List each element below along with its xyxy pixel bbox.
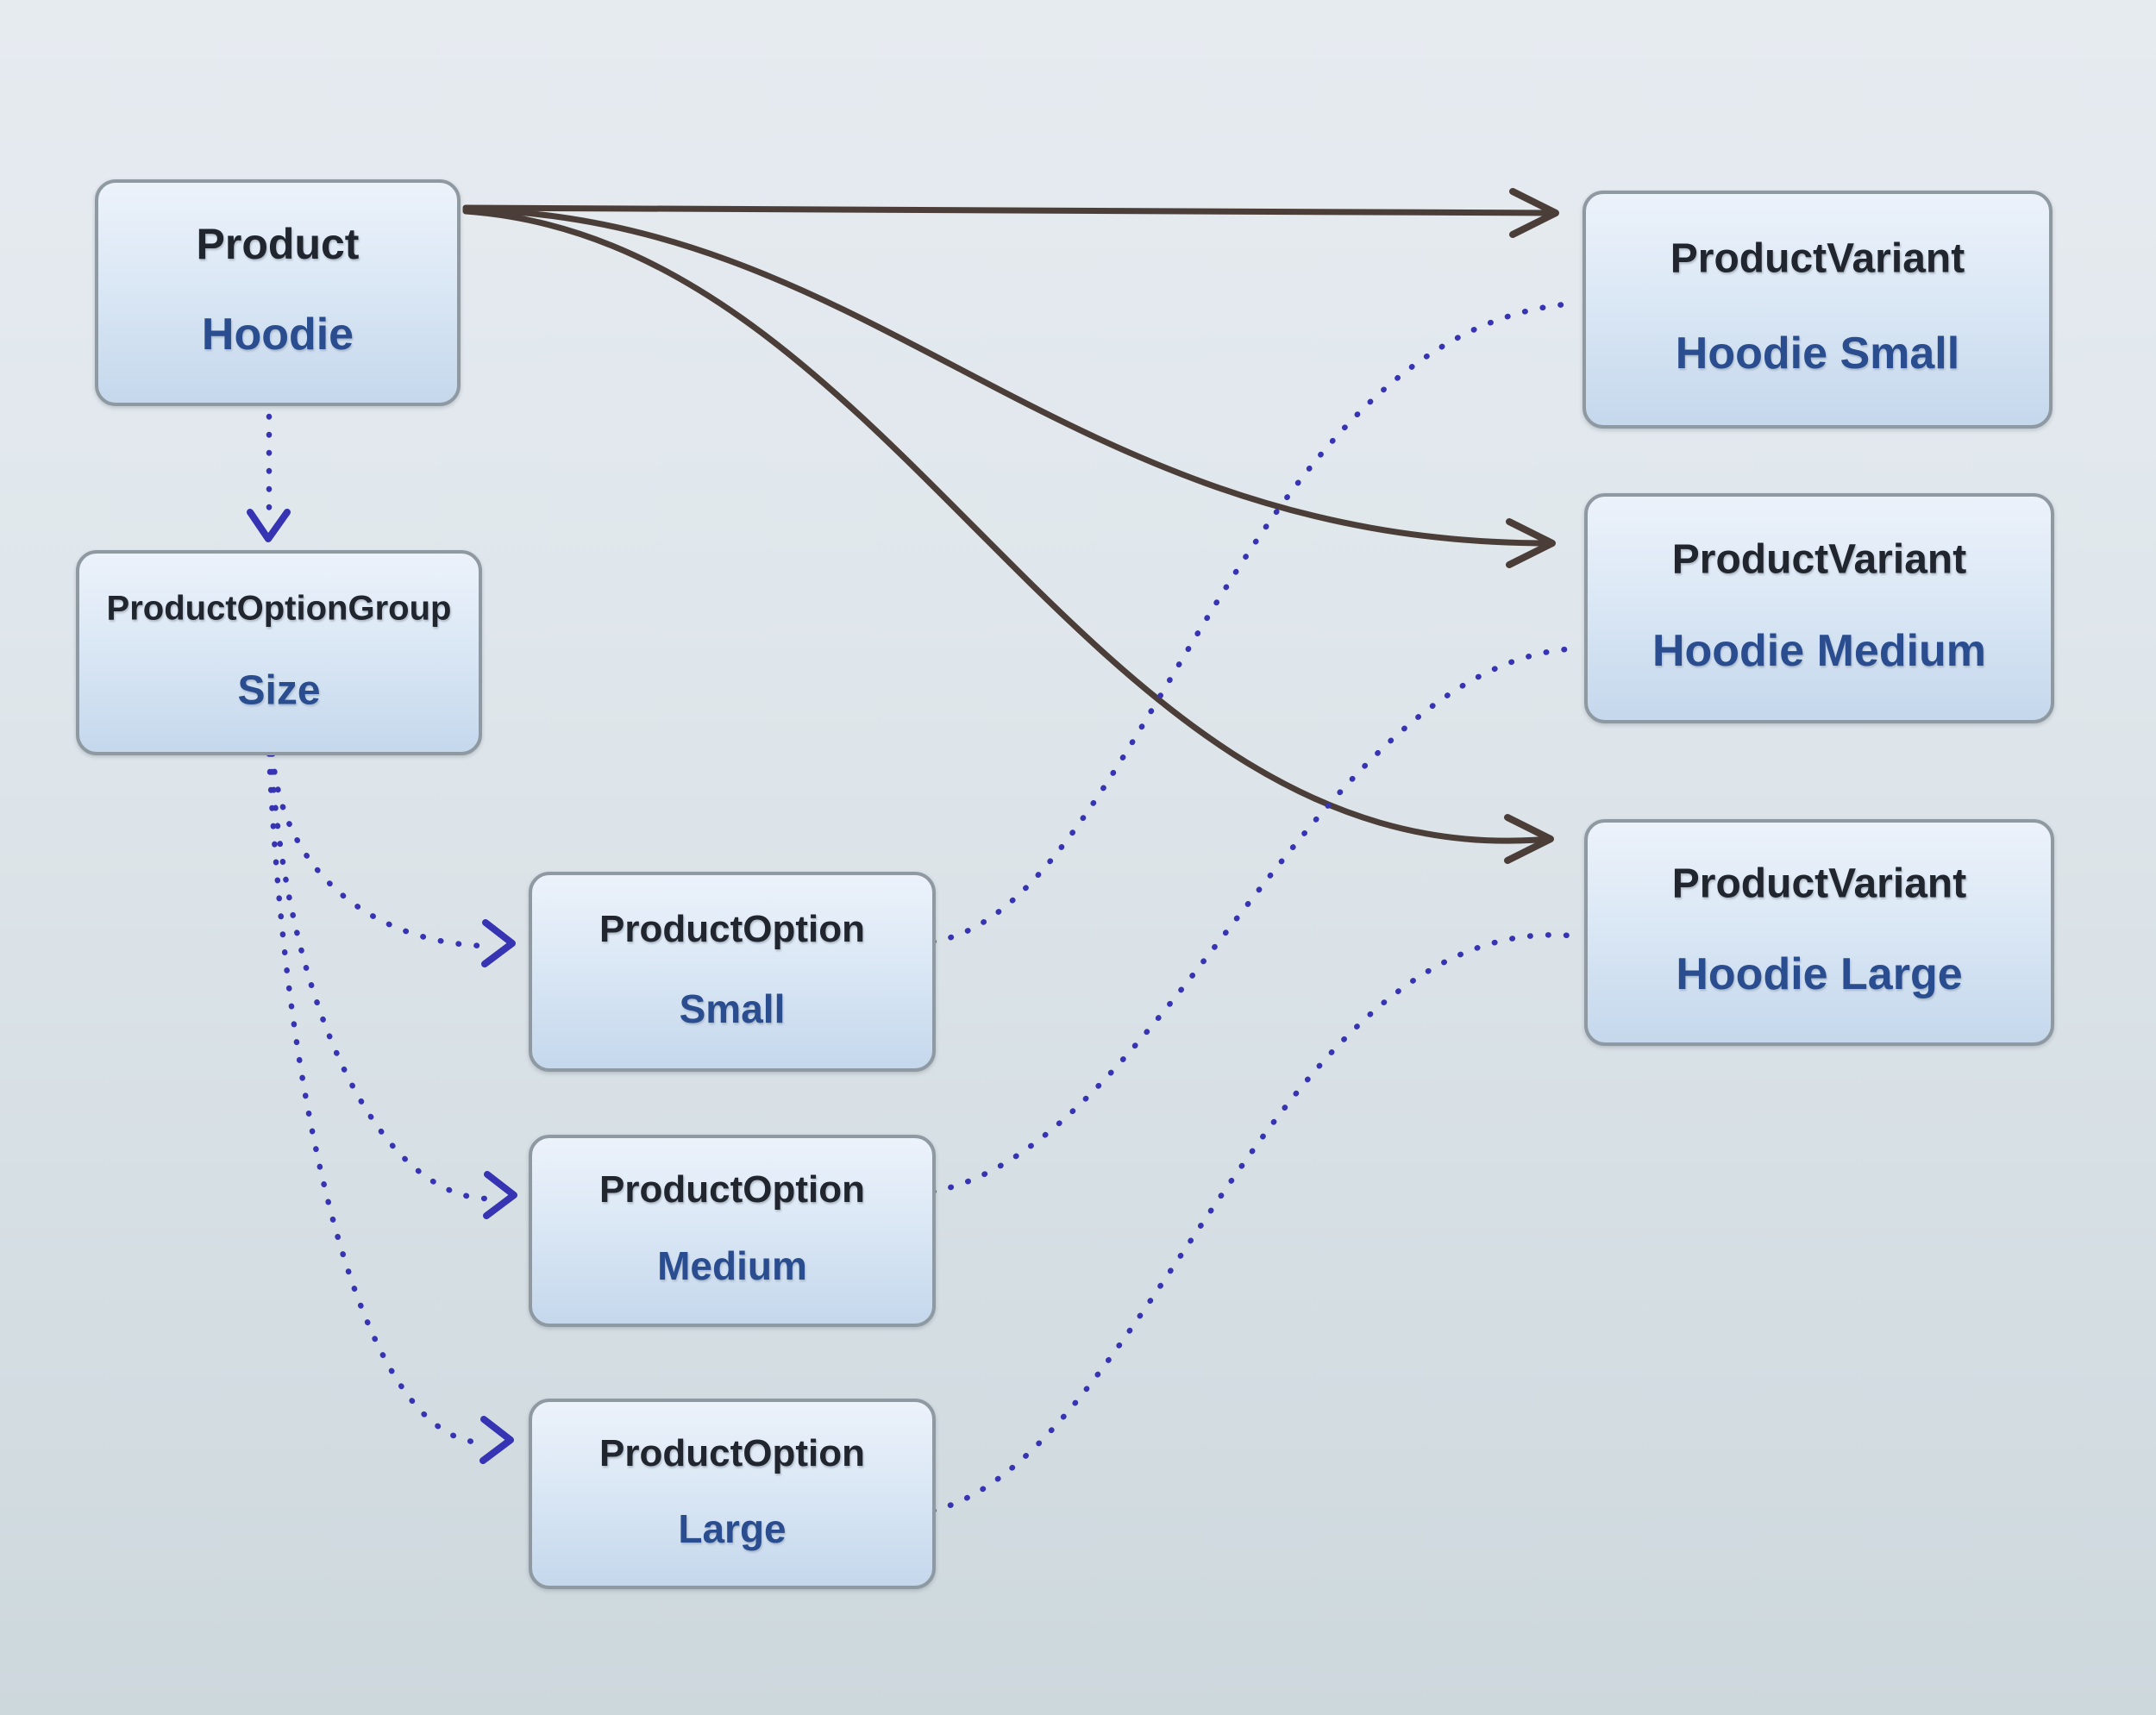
arrowhead-option-large — [479, 1416, 514, 1464]
node-product-option-small: ProductOption Small — [529, 872, 936, 1072]
node-type-label: ProductOption — [599, 907, 865, 950]
edge-group-to-option-small — [269, 750, 486, 949]
node-type-label: ProductOptionGroup — [106, 589, 452, 628]
edge-option-medium-to-variant-medium — [930, 645, 1582, 1195]
node-product-option-medium: ProductOption Medium — [529, 1135, 936, 1327]
node-value-label: Hoodie Medium — [1651, 625, 1987, 676]
arrowhead-variant-medium — [1506, 518, 1556, 568]
node-value-label: Large — [678, 1505, 787, 1551]
node-value-label: Size — [237, 667, 321, 714]
node-product-option-group: ProductOptionGroup Size — [76, 550, 482, 755]
node-value-label: Small — [679, 986, 786, 1031]
node-product-variant-small: ProductVariant Hoodie Small — [1583, 191, 2053, 429]
edge-group-to-option-medium — [267, 750, 488, 1202]
node-type-label: ProductVariant — [1671, 536, 1967, 583]
arrowhead-option-group — [247, 509, 291, 542]
node-type-label: ProductOption — [599, 1168, 865, 1211]
edge-product-to-variant-small — [462, 204, 1554, 216]
edge-product-to-variant-large — [462, 208, 1552, 844]
node-value-label: Hoodie — [201, 309, 354, 360]
node-type-label: ProductOption — [599, 1431, 865, 1474]
node-product-variant-large: ProductVariant Hoodie Large — [1584, 819, 2054, 1046]
node-product-variant-medium: ProductVariant Hoodie Medium — [1584, 493, 2054, 723]
arrowhead-variant-large — [1504, 814, 1554, 864]
edge-group-to-option-large — [266, 750, 485, 1446]
node-type-label: ProductVariant — [1670, 235, 1965, 282]
edge-product-to-variant-medium — [462, 206, 1551, 547]
edge-option-large-to-variant-large — [930, 932, 1573, 1514]
edge-option-small-to-variant-small — [930, 300, 1578, 945]
node-value-label: Hoodie Small — [1675, 328, 1960, 379]
arrowhead-variant-small — [1509, 188, 1559, 238]
node-value-label: Hoodie Large — [1676, 948, 1963, 999]
arrowhead-option-small — [481, 919, 516, 967]
node-type-label: Product — [196, 220, 360, 269]
node-product-option-large: ProductOption Large — [529, 1399, 936, 1589]
arrowhead-option-medium — [483, 1171, 517, 1219]
node-product: Product Hoodie — [95, 179, 461, 406]
node-type-label: ProductVariant — [1671, 861, 1967, 907]
node-value-label: Medium — [657, 1243, 807, 1289]
